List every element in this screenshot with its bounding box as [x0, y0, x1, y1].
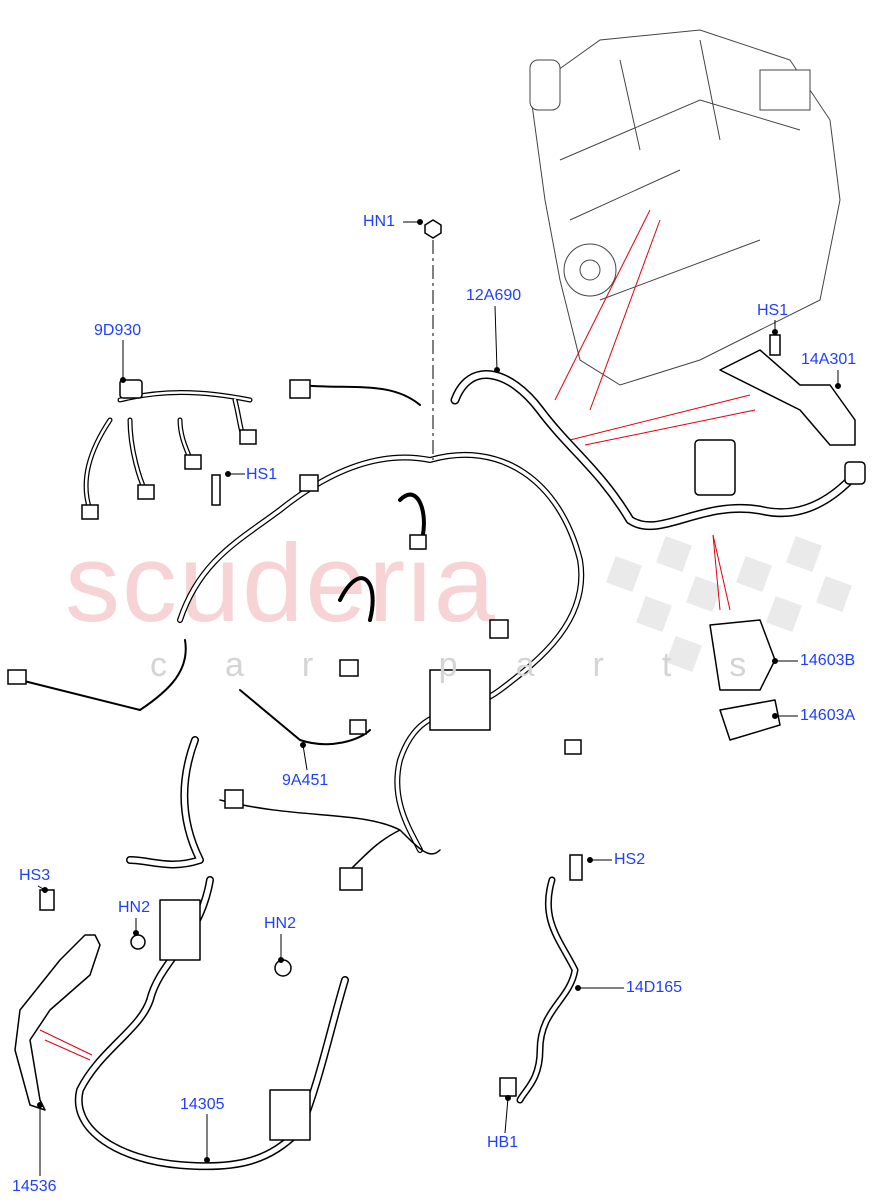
- callout-hn2-right[interactable]: HN2: [264, 915, 297, 932]
- callout-hn1[interactable]: HN1: [363, 213, 396, 230]
- callout-hs1-left[interactable]: HS1: [246, 466, 278, 483]
- main-harness: [19, 370, 855, 871]
- callout-14603a[interactable]: 14603A: [800, 707, 856, 724]
- fasteners: [39, 219, 781, 1097]
- battery-cable: [14, 349, 856, 1171]
- leader-lines: [37, 219, 841, 1176]
- checker-watermark: [606, 536, 852, 672]
- callout-14a301[interactable]: 14A301: [801, 351, 857, 368]
- engine-block: [529, 29, 841, 386]
- watermark-sub: car parts: [150, 646, 805, 684]
- callout-12a690[interactable]: 12A690: [466, 287, 522, 304]
- callout-9d930[interactable]: 9D930: [94, 322, 142, 339]
- callout-14603b[interactable]: 14603B: [800, 652, 856, 669]
- reference-lines: [39, 209, 756, 1061]
- callout-hs3[interactable]: HS3: [19, 867, 51, 884]
- connectors: [7, 379, 866, 891]
- callout-hn2-left[interactable]: HN2: [118, 899, 151, 916]
- callout-14d165[interactable]: 14D165: [626, 979, 683, 996]
- callout-hs2[interactable]: HS2: [614, 851, 646, 868]
- callout-hb1[interactable]: HB1: [487, 1134, 519, 1151]
- callout-14536[interactable]: 14536: [12, 1178, 57, 1195]
- callout-hs1-right[interactable]: HS1: [757, 302, 789, 319]
- callout-9a451[interactable]: 9A451: [282, 772, 329, 789]
- callout-14305[interactable]: 14305: [180, 1096, 225, 1113]
